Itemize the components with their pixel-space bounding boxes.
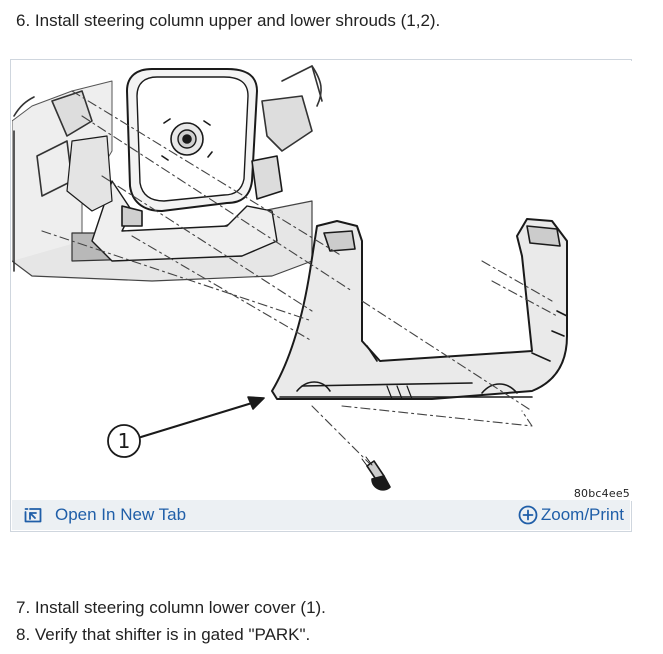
- step-6-text: 6. Install steering column upper and low…: [16, 11, 441, 30]
- zoom-print-label: Zoom/Print: [540, 505, 624, 524]
- open-external-icon: [24, 507, 42, 523]
- screw-fastener: [361, 456, 391, 491]
- column-body: [66, 135, 283, 262]
- steering-hub: [126, 68, 258, 212]
- zoom-print-link[interactable]: Zoom/Print: [518, 505, 624, 525]
- figure-container: 1 80bc4ee5 Open In New Tab: [10, 59, 632, 532]
- open-in-new-tab-label: Open In New Tab: [55, 505, 187, 524]
- figure-code: 80bc4ee5: [573, 487, 630, 500]
- steering-column-diagram[interactable]: 1 80bc4ee5: [12, 61, 632, 501]
- alignment-lines: [41, 90, 558, 467]
- step-7-text: 7. Install steering column lower cover (…: [16, 598, 326, 617]
- lower-shroud: [271, 218, 568, 400]
- callout-1-label: 1: [118, 429, 131, 453]
- callout-1: 1: [107, 396, 265, 458]
- open-in-new-tab-link[interactable]: Open In New Tab: [24, 505, 186, 525]
- plus-circle-icon: [518, 505, 538, 525]
- figure-toolbar: Open In New Tab Zoom/Print: [12, 500, 630, 530]
- step-8-text: 8. Verify that shifter is in gated "PARK…: [16, 625, 311, 644]
